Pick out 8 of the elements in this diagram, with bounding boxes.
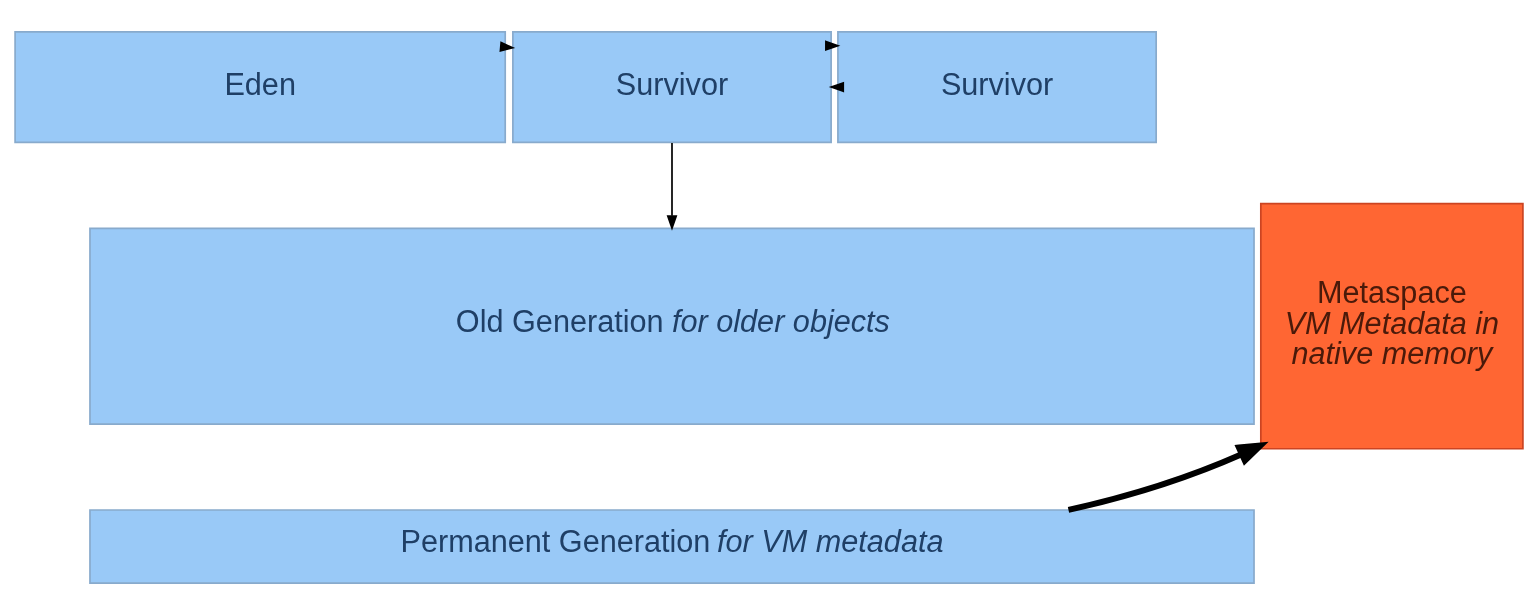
node-box: Old Generation for older objects [89,227,1255,425]
arrow [828,81,845,93]
arrow [499,41,516,53]
node-box: Permanent Generation for VM metadata [89,509,1255,585]
arrow [1067,441,1269,513]
node-box: Metaspace VM Metadata in native memory [1259,202,1524,450]
arrow [666,142,678,231]
arrow [825,40,841,51]
